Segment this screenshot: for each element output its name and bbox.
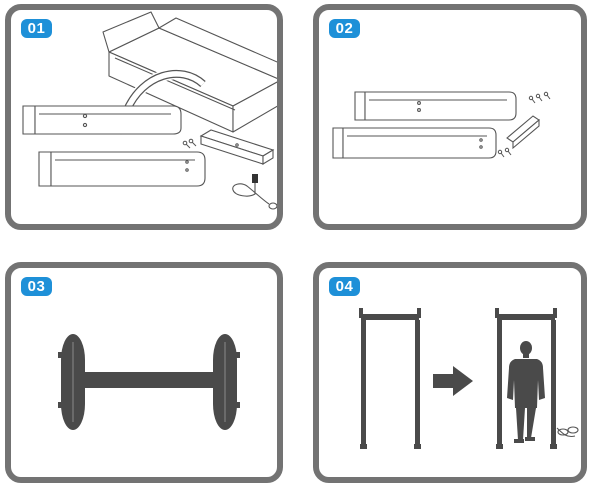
cardboard-box-icon: [102, 11, 277, 133]
unboxing-illustration-icon: [22, 11, 277, 210]
parts-layout-illustration-icon: [332, 91, 551, 159]
step-4-badge: 04: [329, 277, 360, 296]
right-arrow-icon: [433, 366, 473, 396]
step-2-badge: 02: [329, 19, 360, 38]
frame-top-view-icon: [58, 334, 240, 430]
step-2-panel: 02: [313, 4, 587, 230]
step-1-badge: 01: [21, 19, 52, 38]
door-panel-icon: [332, 127, 497, 159]
step-3-panel: 03: [5, 262, 283, 483]
step-1-panel: 01: [5, 4, 283, 230]
control-box-icon: [506, 115, 540, 150]
frame-assembly-illustration-icon: [58, 334, 240, 430]
gate-frame-icon: [495, 308, 557, 449]
power-adapter-icon: [232, 174, 277, 210]
walkthrough-gate-illustration-icon: [359, 308, 579, 449]
person-icon: [507, 341, 545, 443]
gate-frame-icon: [359, 308, 421, 449]
door-panel-icon: [354, 91, 517, 121]
door-panel-icon: [22, 105, 182, 135]
power-cable-icon: [556, 426, 579, 438]
step-3-badge: 03: [21, 277, 52, 296]
door-panel-icon: [38, 151, 206, 187]
screws-icon: [182, 138, 197, 149]
step-4-panel: 04: [313, 262, 587, 483]
control-box-icon: [199, 129, 275, 165]
screws-icon: [497, 91, 551, 158]
